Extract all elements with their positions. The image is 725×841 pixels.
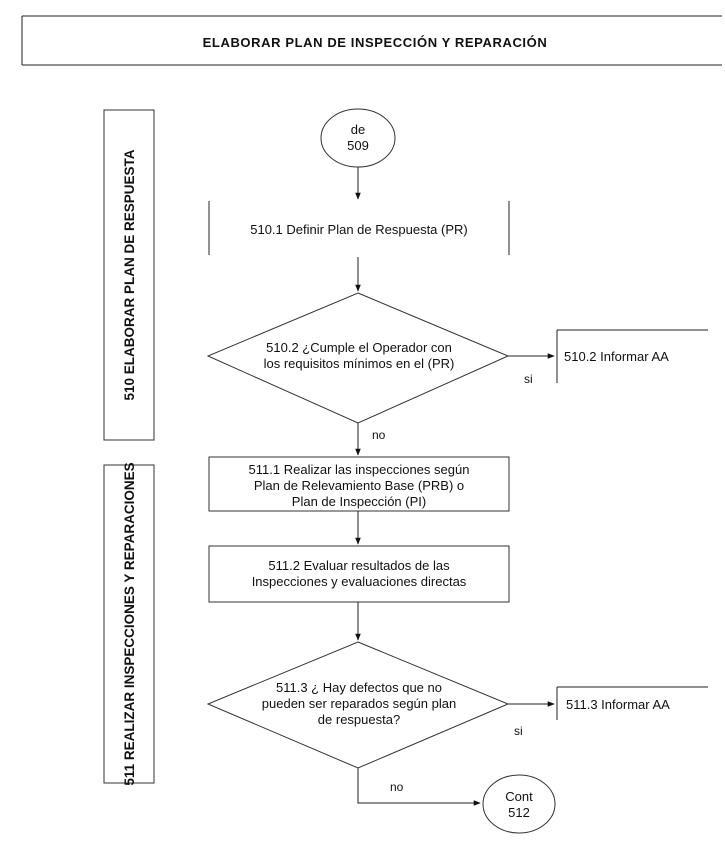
page-title: ELABORAR PLAN DE INSPECCIÓN Y REPARACIÓN <box>203 35 548 50</box>
step-511-2: 511.2 Evaluar resultados de las Inspecci… <box>208 545 510 603</box>
end-connector: Cont 512 <box>482 774 556 834</box>
decision-510-2-line1: 510.2 ¿Cumple el Operador con <box>266 340 452 355</box>
decision-511-3: 511.3 ¿ Hay defectos que no pueden ser r… <box>206 641 510 769</box>
decision-511-3-line2: pueden ser reparados según plan <box>262 696 456 711</box>
lane-510: 510 ELABORAR PLAN DE RESPUESTA <box>103 109 155 441</box>
title-bar: ELABORAR PLAN DE INSPECCIÓN Y REPARACIÓN <box>21 15 722 66</box>
lane-510-label: 510 ELABORAR PLAN DE RESPUESTA <box>122 149 137 400</box>
start-connector-line2: 509 <box>347 138 369 153</box>
step-511-1: 511.1 Realizar las inspecciones según Pl… <box>208 456 510 512</box>
inform-511-3-label: 511.3 Informar AA <box>566 697 670 712</box>
inform-510-2-label: 510.2 Informar AA <box>564 349 669 364</box>
step-510-1-label: 510.1 Definir Plan de Respuesta (PR) <box>250 222 468 237</box>
label-no-510-2: no <box>372 428 386 442</box>
label-si-510-2: si <box>524 372 533 386</box>
label-no-511-3: no <box>390 780 404 794</box>
inform-511-3: 511.3 Informar AA <box>556 686 708 720</box>
end-connector-line1: Cont <box>505 789 533 804</box>
step-511-2-line2: Inspecciones y evaluaciones directas <box>252 574 467 589</box>
decision-511-3-line1: 511.3 ¿ Hay defectos que no <box>276 680 442 695</box>
arrow-511-3-no <box>357 768 481 806</box>
step-511-1-line2: Plan de Relevamiento Base (PRB) o <box>254 478 464 493</box>
decision-510-2: 510.2 ¿Cumple el Operador con los requis… <box>206 292 510 424</box>
end-connector-line2: 512 <box>508 805 530 820</box>
step-511-2-line1: 511.2 Evaluar resultados de las <box>268 558 450 573</box>
lane-511: 511 REALIZAR INSPECCIONES Y REPARACIONES <box>103 462 155 786</box>
step-511-1-line3: Plan de Inspección (PI) <box>292 494 426 509</box>
start-connector: de 509 <box>320 108 396 168</box>
start-connector-line1: de <box>351 122 365 137</box>
decision-511-3-line3: de respuesta? <box>318 712 400 727</box>
lane-511-label: 511 REALIZAR INSPECCIONES Y REPARACIONES <box>122 462 137 785</box>
step-511-1-line1: 511.1 Realizar las inspecciones según <box>249 462 470 477</box>
label-si-511-3: si <box>514 724 523 738</box>
inform-510-2: 510.2 Informar AA <box>556 329 708 383</box>
decision-510-2-line2: los requisitos mínimos en el (PR) <box>264 356 455 371</box>
step-510-1: 510.1 Definir Plan de Respuesta (PR) <box>208 201 510 255</box>
